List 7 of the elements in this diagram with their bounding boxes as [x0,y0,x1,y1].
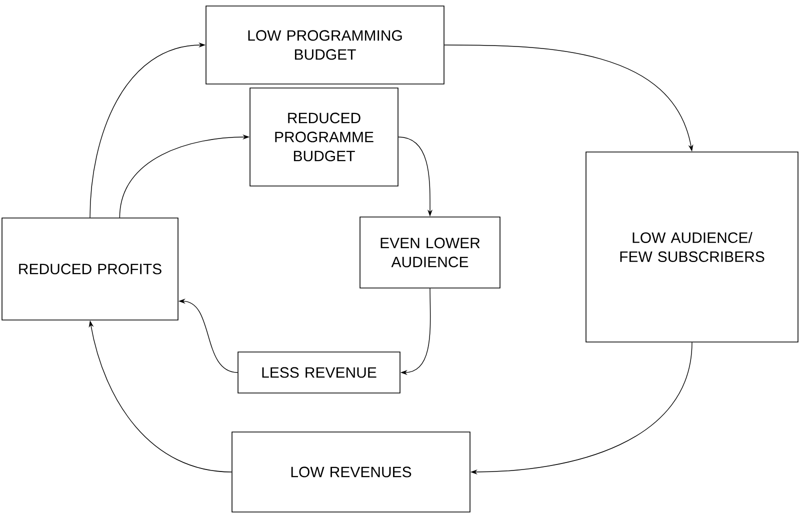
process-box: REDUCED PROFITS [2,218,178,320]
process-box: EVEN LOWER AUDIENCE [360,216,500,288]
process-box: LOW AUDIENCE/ FEW SUBSCRIBERS [586,152,798,342]
process-box: LOW PROGRAMMING BUDGET [206,6,444,84]
process-box: LOW REVENUES [232,432,470,512]
process-box: LESS REVENUE [238,352,400,394]
process-box: REDUCED PROGRAMME BUDGET [250,88,398,186]
